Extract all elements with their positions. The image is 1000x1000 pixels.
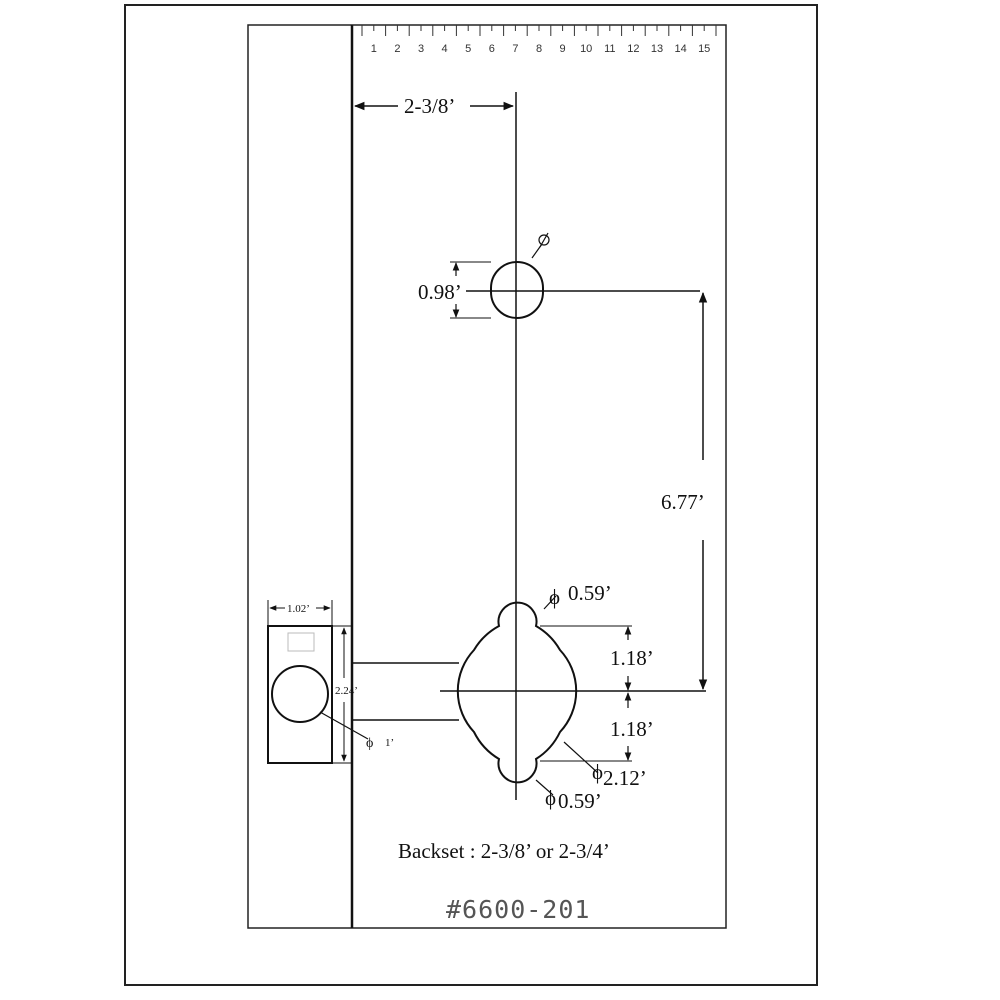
ruler-number: 8: [536, 43, 542, 55]
lower-lobe-dia-label: 0.59’: [558, 789, 602, 813]
lower-lobe-dia-symbol: ϕ: [545, 786, 556, 810]
upper-lobe-dia-symbol: ϕ: [549, 585, 560, 609]
main-bore-diameter-callout: ϕ 2.12’: [563, 741, 647, 790]
upper-offset-dimension: 1.18’: [540, 625, 654, 691]
ruler-number: 2: [394, 43, 400, 55]
center-distance-label: 6.77’: [661, 490, 705, 514]
ruler-number: 13: [651, 43, 663, 55]
upper-lobe-dia-label: 0.59’: [568, 581, 612, 605]
edge-plate: [267, 625, 333, 764]
edge-bore: [271, 665, 329, 723]
ruler-number: 6: [489, 43, 495, 55]
top-hole: [490, 261, 544, 319]
backset-note: Backset : 2-3/8’ or 2-3/4’: [398, 839, 610, 863]
ruler-number: 12: [627, 43, 639, 55]
lower-offset-label: 1.18’: [610, 717, 654, 741]
backset-top-label: 2-3/8’: [404, 94, 455, 118]
edge-bore-dia-label: 1’: [385, 737, 394, 749]
ruler-number: 14: [674, 43, 686, 55]
outer-frame: [124, 4, 818, 986]
top-hole-height-label: 0.98’: [418, 280, 462, 304]
part-number: #6600-201: [446, 895, 590, 924]
main-bore-dia-symbol: ϕ: [592, 760, 603, 784]
ruler-number: 9: [560, 43, 566, 55]
ruler-number: 7: [512, 43, 518, 55]
edge-plate-height-dimension: 2.24’: [332, 625, 358, 764]
backset-dimension: 2-3/8’: [353, 94, 515, 118]
door-panel: [247, 24, 727, 929]
edge-plate-height-label: 2.24’: [335, 685, 358, 697]
edge-bore-dia-symbol: ϕ: [366, 736, 373, 751]
top-hole-height-dimension: 0.98’: [418, 261, 491, 319]
ruler-number: 15: [698, 43, 710, 55]
upper-lobe-callout: ϕ 0.59’: [543, 581, 612, 610]
edge-plate-screw-slot: [287, 632, 315, 652]
upper-offset-label: 1.18’: [610, 646, 654, 670]
main-bore-dia-label: 2.12’: [603, 766, 647, 790]
ruler-number: 10: [580, 43, 592, 55]
ruler-number: 3: [418, 43, 424, 55]
ruler-number: 11: [604, 43, 615, 55]
main-bore: [456, 601, 578, 784]
lower-offset-dimension: 1.18’: [540, 692, 654, 762]
edge-bore-diameter-callout: ϕ 1’: [319, 711, 394, 751]
ruler-number: 4: [442, 43, 448, 55]
top-hole-diameter-callout: [531, 232, 550, 259]
center-distance-dimension: 6.77’: [661, 291, 708, 691]
edge-plate-width-dimension: 1.02’: [267, 600, 333, 626]
ruler-number: 1: [371, 43, 377, 55]
ruler-number: 5: [465, 43, 471, 55]
lower-lobe-callout: ϕ 0.59’: [535, 779, 602, 813]
edge-plate-width-label: 1.02’: [287, 603, 310, 615]
